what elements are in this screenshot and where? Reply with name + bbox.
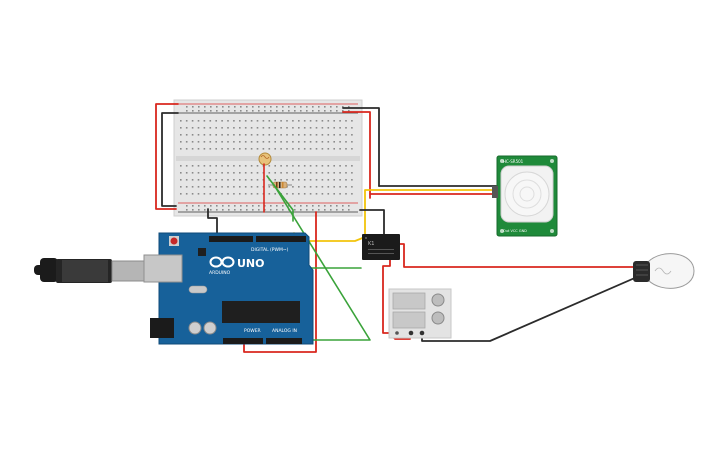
pir-label-top: HC-SR501 [503, 159, 524, 164]
pir-dome [504, 171, 550, 217]
pir-sensor[interactable]: HC-SR501 Out VCC GND [492, 155, 558, 237]
analog-label: ANALOG IN [272, 328, 297, 334]
light-bulb[interactable] [633, 253, 695, 289]
wire-black-left-rail [161, 112, 179, 207]
wire-red-left-rail [155, 103, 179, 210]
wire-green-analog [266, 175, 294, 222]
wire-black-gnd-bb [207, 208, 218, 234]
arduino-model: UNO [237, 257, 265, 270]
psu-terminal-pos [408, 330, 414, 336]
digital-header-left [209, 236, 253, 242]
power-jack [150, 318, 174, 338]
power-header [223, 338, 263, 344]
digital-header-right [256, 236, 306, 242]
wire-black-psu-bulb [421, 276, 638, 342]
psu-knob-voltage-icon [431, 293, 445, 307]
wire-red-relay-out [399, 243, 639, 268]
photoresistor[interactable] [258, 152, 272, 166]
usb-cable[interactable] [34, 258, 151, 283]
psu-terminal-neg [419, 330, 425, 336]
analog-header [266, 338, 302, 344]
reset-button [170, 237, 178, 245]
relay-label: K1 [368, 241, 374, 247]
usb-jack [143, 254, 183, 283]
psu-knob-current-icon [431, 311, 445, 325]
bulb-base [633, 261, 650, 282]
arduino-uno[interactable]: DIGITAL (PWM~) UNO ARDUINO POWER ANALOG … [143, 232, 314, 345]
arduino-logo-text: ARDUINO [209, 270, 231, 276]
atmega-chip [222, 301, 300, 323]
pir-label-bottom: Out VCC GND [503, 229, 527, 233]
digital-header-label: DIGITAL (PWM~) [251, 247, 289, 253]
resistor[interactable] [268, 181, 292, 189]
wire-red-right-rail [342, 111, 371, 199]
relay-module[interactable]: K1 [362, 234, 400, 260]
power-label: POWER [244, 328, 261, 334]
wire-black-right-rail [342, 107, 380, 187]
arduino-logo-icon [209, 256, 235, 268]
wire-red-5v [243, 211, 317, 353]
power-supply[interactable] [388, 288, 452, 339]
